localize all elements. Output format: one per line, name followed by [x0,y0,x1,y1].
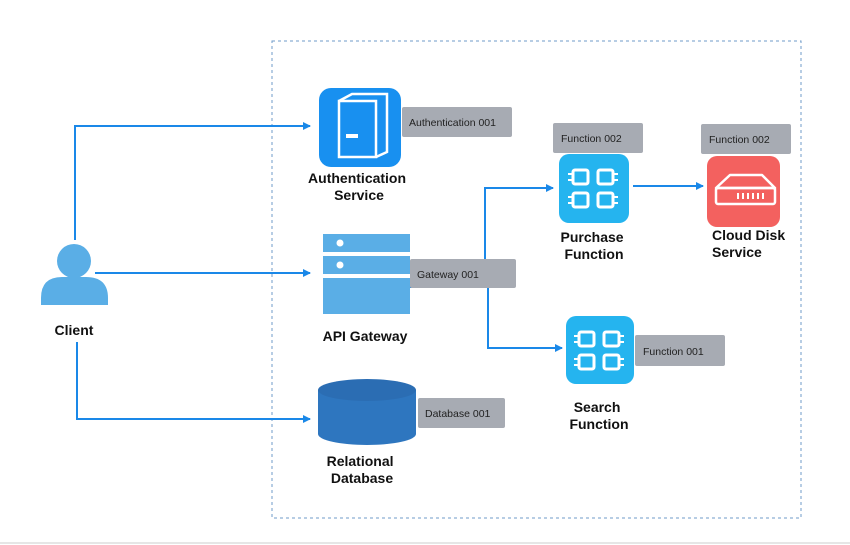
bottom-divider [0,542,850,544]
search-tag-text: Function 001 [643,346,704,358]
user-icon [41,244,108,305]
database-tag-text: Database 001 [425,408,491,420]
connector-client-auth [74,122,311,240]
gateway-tag-text: Gateway 001 [417,269,479,281]
cloud-boundary [271,40,802,519]
search-label: Search Function [569,399,628,432]
cloud-disk-tag-text: Function 002 [709,134,770,146]
auth-node: Authentication 001 Authentication Servic… [308,88,512,203]
gateway-node: Gateway 001 API Gateway [323,234,516,344]
search-node: Function 001 Search Function [566,316,725,432]
cloud-disk-tag: Function 002 [701,124,791,154]
search-tag: Function 001 [635,335,725,366]
database-icon [318,379,416,445]
auth-door-icon [319,88,401,167]
database-label: Relational Database [327,453,398,486]
connector-gateway-search [410,286,563,352]
database-node: Database 001 Relational Database [318,379,505,486]
server-icon [323,234,410,314]
purchase-label: Purchase Function [561,229,628,262]
cloud-disk-node: Function 002 Cloud Disk Service [701,124,791,260]
auth-label: Authentication Service [308,170,410,203]
purchase-tag-text: Function 002 [561,133,622,145]
cloud-disk-label: Cloud Disk Service [712,227,789,260]
database-tag: Database 001 [418,398,505,428]
chip-icon [559,154,629,223]
purchase-node: Function 002 Purchase Function [553,123,643,262]
auth-tag-text: Authentication 001 [409,117,496,129]
purchase-tag: Function 002 [553,123,643,153]
auth-tag: Authentication 001 [402,107,512,137]
client-node: Client [41,244,108,338]
gateway-tag: Gateway 001 [410,259,516,288]
chip-icon [566,316,634,384]
connector-gateway-purchase [410,184,554,271]
disk-icon [707,156,780,227]
client-label: Client [55,322,94,338]
gateway-label: API Gateway [323,328,408,344]
connector-client-database [76,342,311,423]
